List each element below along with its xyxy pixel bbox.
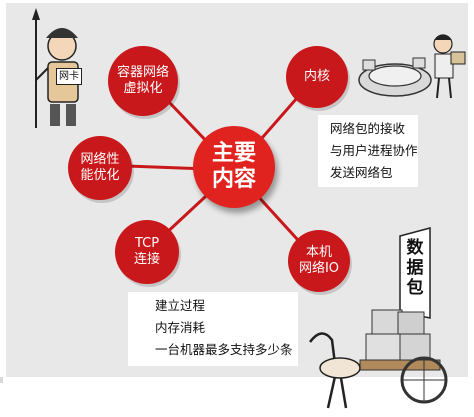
divider — [0, 377, 3, 383]
kernel-point: 网络包的接收 — [330, 121, 406, 136]
worker-illustration — [358, 34, 466, 99]
node-performance: 网络性 能优化 — [68, 136, 132, 200]
kernel-point: 发送网络包 — [330, 165, 393, 180]
kernel-point: 与用户进程协作 — [330, 143, 418, 158]
soldier-badge: 网卡 — [56, 68, 82, 85]
center-node: 主要 内容 — [193, 126, 275, 208]
node-kernel: 内核 — [286, 46, 348, 108]
tcp-point: 内存消耗 — [155, 320, 206, 335]
node-local-io: 本机 网络IO — [288, 230, 350, 292]
horse-cart-illustration — [309, 227, 448, 409]
tcp-point: 一台机器最多支持多少条 — [155, 342, 293, 357]
tcp-point: 建立过程 — [155, 298, 206, 313]
kernel-points-box — [318, 115, 418, 187]
node-performance-label: 网络性 能优化 — [80, 152, 120, 183]
tcp-points-box — [128, 292, 298, 366]
soldier-illustration — [32, 8, 79, 128]
node-kernel-label: 内核 — [303, 69, 330, 84]
node-tcp-label: TCP 连接 — [133, 236, 160, 267]
kernel-points: 网络包的接收 与用户进程协作 发送网络包 — [330, 118, 418, 184]
flag-text: 数据包 — [406, 238, 424, 298]
center-label: 主要 内容 — [211, 141, 256, 192]
node-container-label: 容器网络 虚拟化 — [116, 65, 169, 96]
soldier-badge-label: 网卡 — [59, 71, 79, 82]
node-local-label: 本机 网络IO — [298, 245, 340, 276]
tcp-points: 建立过程 内存消耗 一台机器最多支持多少条 — [155, 295, 293, 361]
node-tcp: TCP 连接 — [115, 220, 179, 284]
node-container-network: 容器网络 虚拟化 — [108, 46, 178, 116]
